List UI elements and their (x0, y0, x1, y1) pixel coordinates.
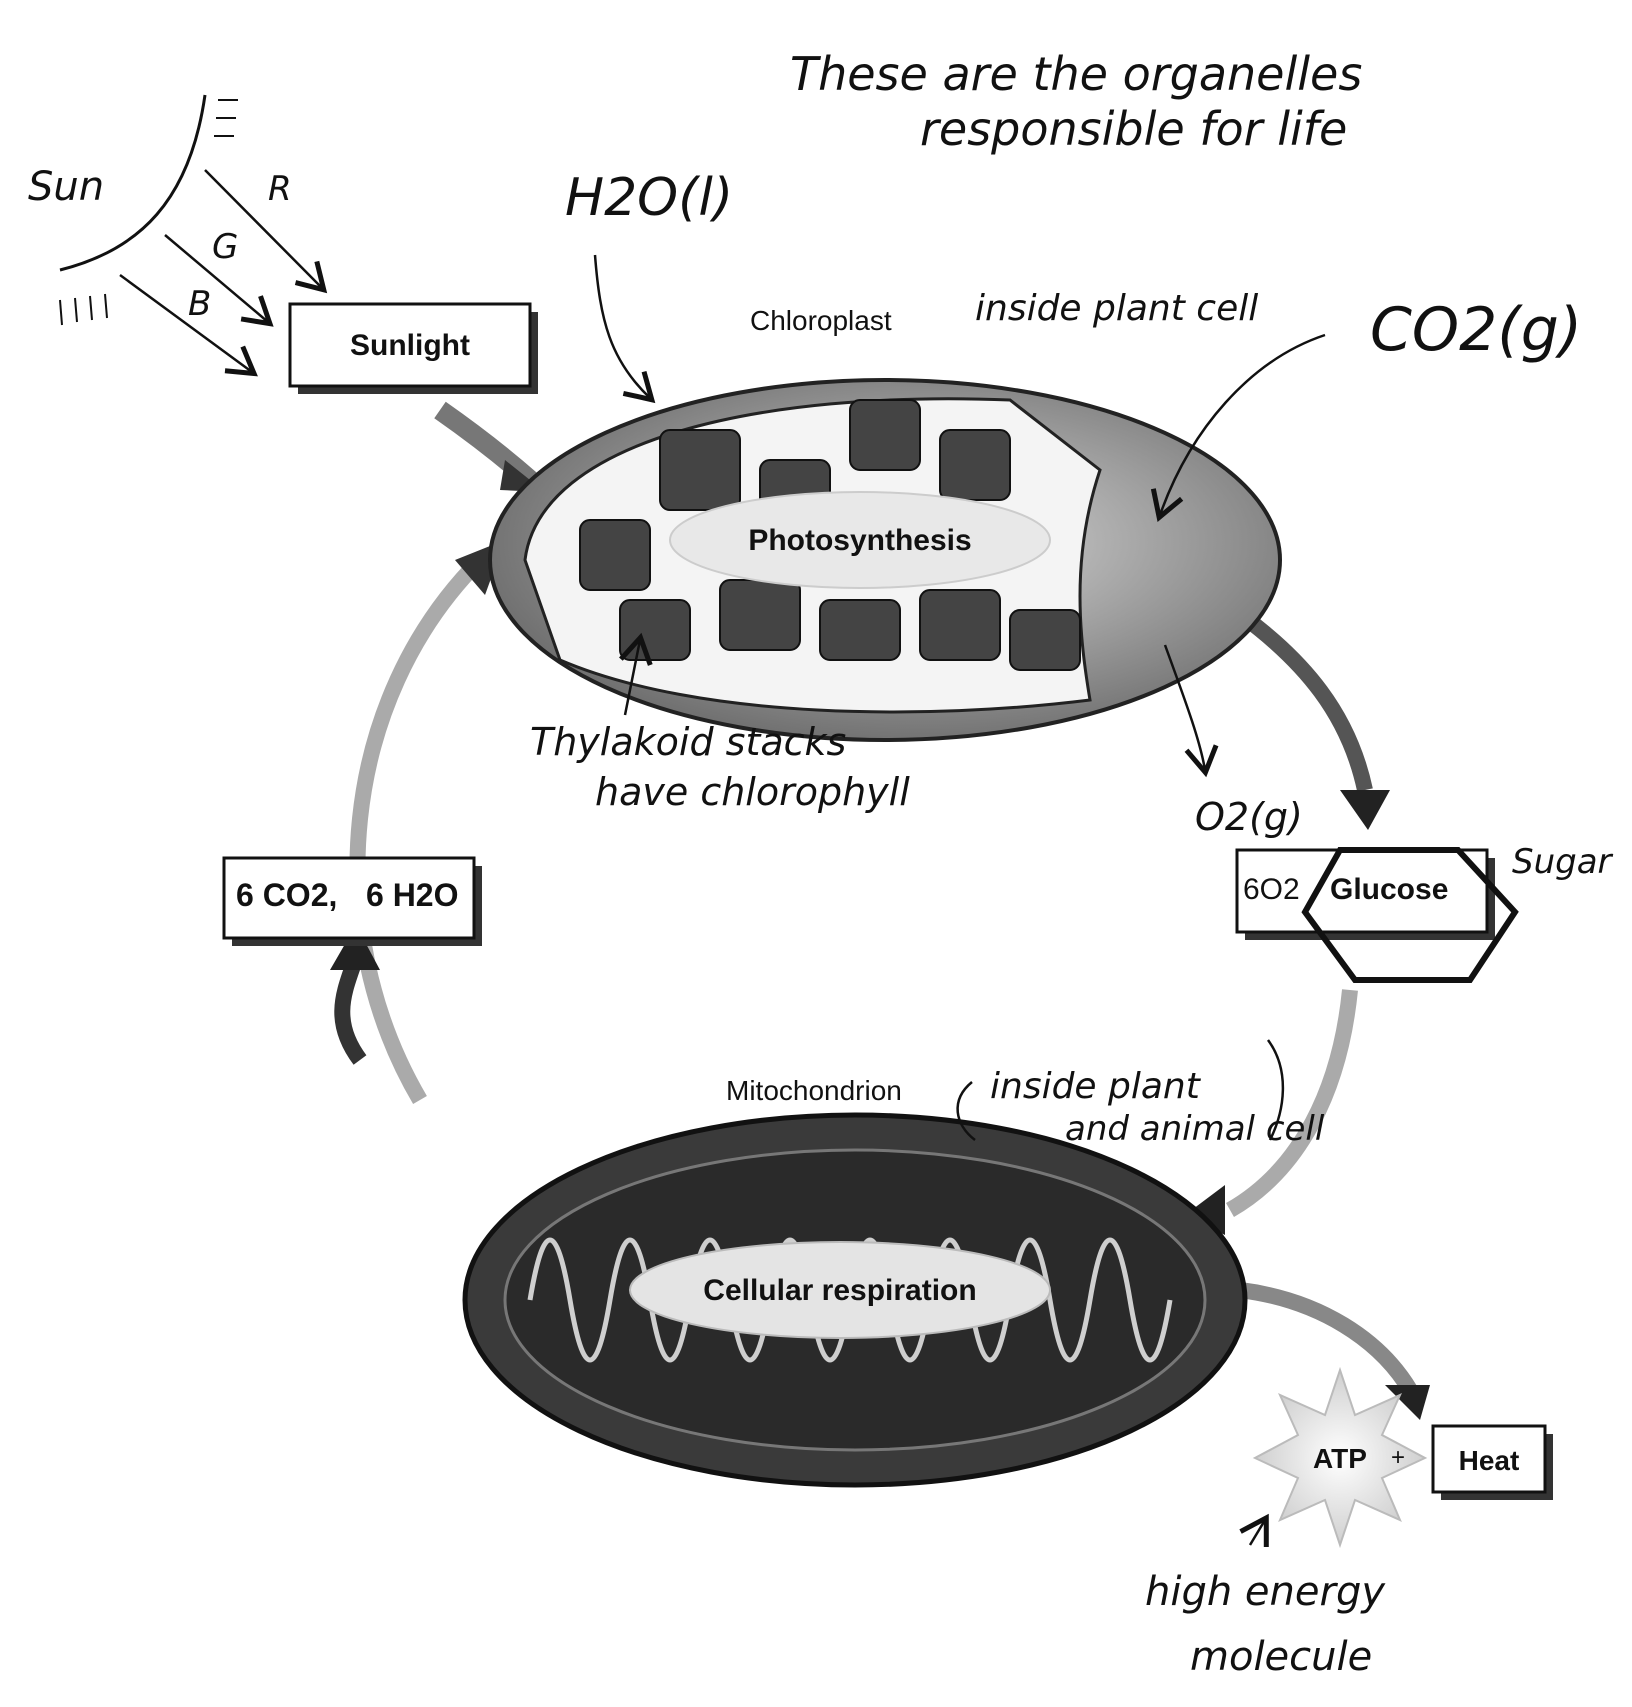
handwritten-ray-b: B (188, 284, 211, 324)
arrow-sunlight-to-chloroplast (434, 401, 537, 488)
handwritten-title-line2: responsible for life (920, 102, 1347, 156)
arrow-glucose-to-mitochondrion (1225, 989, 1358, 1217)
arrow-heat-head (1385, 1385, 1430, 1420)
glucose-hexagon-drawing (1301, 847, 1519, 983)
o2-arrow (1163, 644, 1219, 778)
sun-arc (59, 94, 207, 272)
photosynthesis-oval (669, 491, 1051, 589)
ray-g-line (164, 234, 274, 327)
cellular-respiration-label: Cellular respiration (703, 1274, 976, 1307)
handwritten-ray-g: G (212, 227, 238, 267)
heat-label: Heat (1459, 1445, 1520, 1476)
handwritten-water: H2O(l) (565, 168, 733, 228)
ray-r-line (204, 169, 328, 294)
atp-burst: ATP + (1252, 1366, 1428, 1549)
cellular-respiration-oval (629, 1241, 1051, 1339)
handwritten-title-line1: These are the organelles (790, 47, 1362, 101)
handwritten-o2: O2(g) (1195, 795, 1303, 839)
handwritten-co2: CO2(g) (1370, 295, 1582, 365)
handwritten-mito-note-line2: and animal cell (1065, 1109, 1325, 1149)
handwritten-chloroplast-note: inside plant cell (975, 288, 1258, 329)
products-box: 6O2 Glucose (1235, 847, 1519, 983)
co2-arrow (1150, 333, 1326, 522)
atp-star (1252, 1366, 1428, 1549)
sunlight-box: Sunlight (288, 302, 538, 394)
arrow-glucose-head (1340, 790, 1390, 830)
handwritten-thylakoid-line2: have chlorophyll (595, 770, 910, 814)
thylakoid-arrow (619, 632, 653, 716)
handwritten-atp-note-line2: molecule (1190, 1634, 1372, 1680)
sun-ray-ticks (59, 99, 238, 326)
reactants-h2o-label: 6 H2O (366, 877, 458, 913)
handwritten-annotations: These are the organelles responsible for… (28, 47, 1614, 1680)
handwritten-atp-note-line1: high energy (1145, 1569, 1386, 1615)
arrow-reactants-up-head (330, 925, 380, 970)
atp-note-arrow (1239, 1513, 1269, 1548)
arrow-mito-head (1185, 1185, 1225, 1235)
handwritten-sun: Sun (28, 164, 104, 210)
mito-note-bracket-right (1266, 1039, 1285, 1141)
chloroplast: Photosynthesis (488, 378, 1282, 742)
sunlight-label: Sunlight (350, 329, 470, 362)
mitochondrion-label: Mitochondrion (726, 1075, 902, 1106)
products-o2-label: 6O2 (1243, 873, 1300, 906)
products-glucose-label: Glucose (1330, 873, 1448, 906)
handwritten-mito-note-line1: inside plant (990, 1066, 1202, 1107)
reactants-co2-label: 6 CO2, (236, 877, 337, 913)
handwritten-sugar: Sugar (1512, 842, 1614, 882)
chloroplast-label: Chloroplast (750, 305, 892, 336)
thylakoid-stacks (579, 399, 1081, 671)
water-arrow (593, 254, 656, 404)
plus-sign: + (1391, 1444, 1405, 1471)
arrow-mito-to-heat (1239, 1282, 1417, 1395)
arrow-mitochondrion-to-reactants (334, 957, 367, 1065)
handwritten-thylakoid-line1: Thylakoid stacks (530, 720, 846, 764)
handwritten-ray-r: R (268, 169, 292, 209)
mitochondrion: Cellular respiration (462, 1112, 1248, 1488)
heat-box: Heat (1431, 1424, 1553, 1500)
atp-label: ATP (1313, 1443, 1367, 1474)
reactants-box: 6 CO2, 6 H2O (222, 856, 482, 946)
mito-note-bracket-left (956, 1081, 976, 1141)
photosynthesis-label: Photosynthesis (748, 524, 971, 557)
arrow-reactants-to-chloroplast (349, 554, 486, 1105)
ray-b-line (119, 273, 258, 377)
